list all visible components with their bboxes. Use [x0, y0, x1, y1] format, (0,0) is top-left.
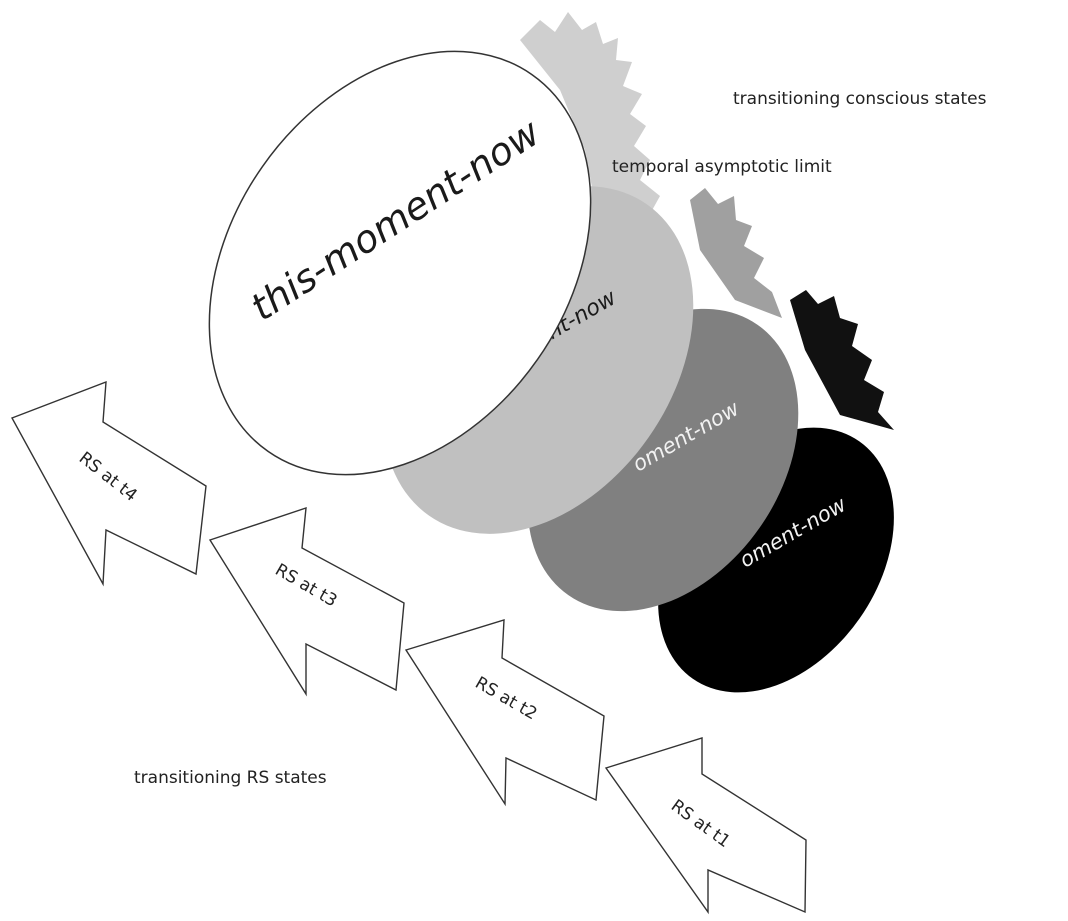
tail-mid: [690, 188, 782, 318]
rs-states-label: transitioning RS states: [134, 768, 327, 788]
arrow-t3-shape: [210, 508, 404, 694]
arrow-t4: RS at t4: [12, 382, 206, 584]
arrow-t2: RS at t2: [406, 620, 604, 804]
arrow-t1: RS at t1: [606, 738, 806, 912]
asymptotic-limit-label: temporal asymptotic limit: [612, 157, 832, 177]
conscious-states-label: transitioning conscious states: [733, 89, 987, 109]
tail-dark: [790, 290, 894, 430]
arrow-t3: RS at t3: [210, 508, 404, 694]
arrow-t2-shape: [406, 620, 604, 804]
